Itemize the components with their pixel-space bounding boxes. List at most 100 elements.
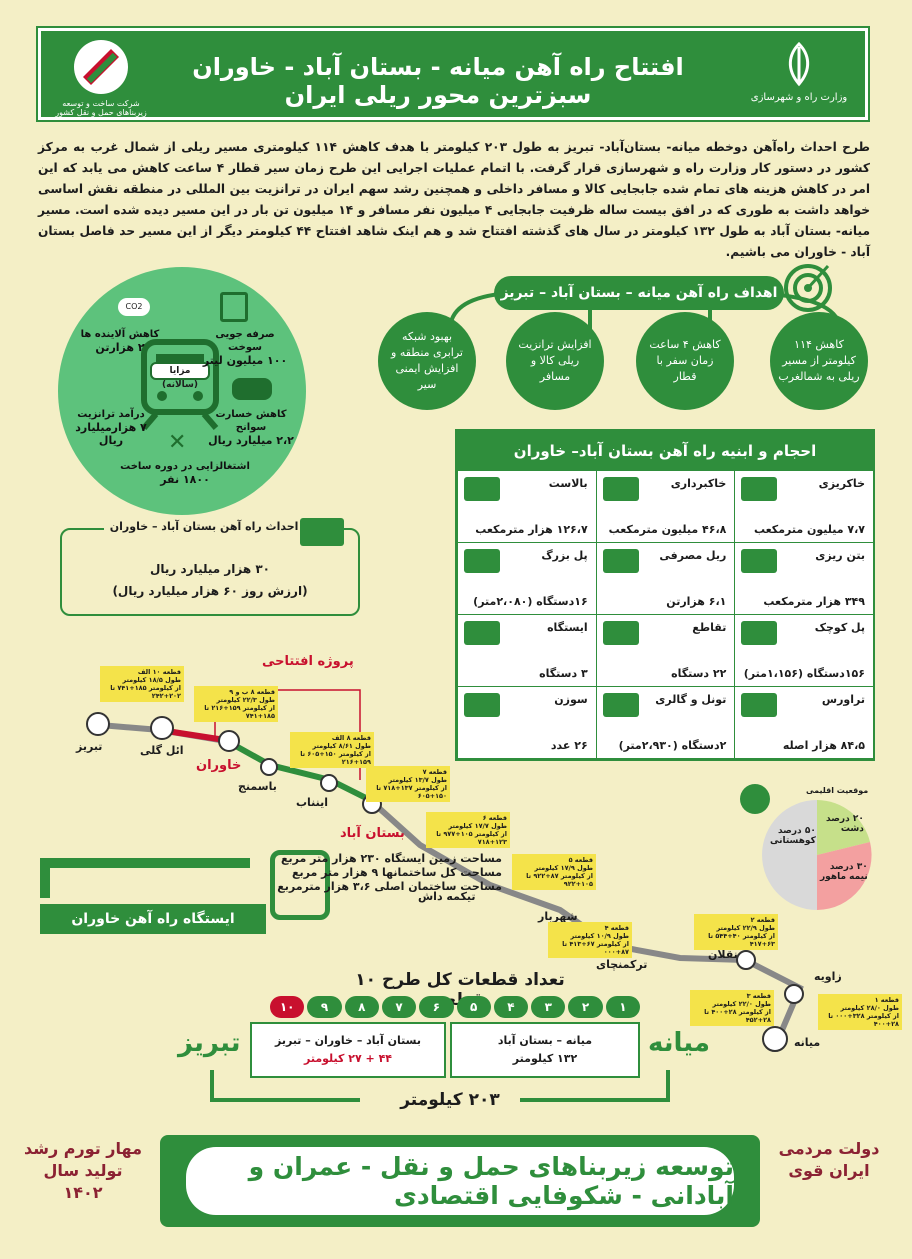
station-marker (86, 712, 110, 736)
segment-number: ۹ (307, 996, 342, 1018)
bulldozer-icon (741, 477, 778, 501)
station-shahriyar: شهربار (538, 910, 578, 923)
small-bridge-icon (741, 621, 778, 645)
goal-item-4: بهبود شبکه ترابری منطقه و افزایش ایمنی س… (378, 312, 476, 410)
company-name: شرکت ساخت و توسعه زیربناهای حمل و نقل کش… (55, 99, 147, 117)
station-marker (260, 758, 278, 776)
intro-paragraph: طرح احداث راه‌آهن دوخطه میانه- بستان‌آبا… (38, 140, 871, 259)
station-torkamanchay: ترکمنچای (596, 958, 648, 971)
station-marker (762, 1026, 788, 1052)
segment-number: ۴ (493, 996, 529, 1018)
header-banner: شرکت ساخت و توسعه زیربناهای حمل و نقل کش… (36, 26, 870, 122)
station-khavaran: خاوران (196, 758, 242, 773)
station-mianeh: میانه (794, 1036, 821, 1049)
segment-count-row: ۱ ۲ ۳ ۴ ۵ ۶ ۷ ۸ ۹ ۱۰ (270, 996, 640, 1018)
volumes-table: احجام و ابنیه راه آهن بستان آباد– خاوران… (455, 429, 875, 761)
station-icon (464, 621, 500, 645)
excavator-icon (602, 477, 639, 501)
station-roof (40, 858, 250, 898)
tabriz-label: تبریز (178, 1028, 241, 1058)
company-logo: شرکت ساخت و توسعه زیربناهای حمل و نقل کش… (51, 37, 151, 117)
station-khavaran-title: ایستگاه راه آهن خاوران (40, 904, 266, 934)
station-marker (784, 984, 804, 1004)
station-marker (320, 774, 338, 792)
car-crash-icon (232, 378, 272, 400)
climate-title: موقعیت اقلیمی (806, 786, 869, 795)
station-bostanabad: بستان آباد (340, 826, 405, 841)
rail-icon (602, 549, 639, 573)
mixer-truck-icon (741, 549, 778, 573)
production-slogan-mark: مهار تورم رشد تولید سال ۱۴۰۲ (24, 1139, 142, 1202)
sleeper-icon (741, 693, 778, 717)
mianeh-label: میانه (648, 1028, 711, 1058)
tools-icon: ✕ (168, 430, 187, 455)
climate-pie (762, 800, 872, 910)
station-ininab: اینناب (296, 796, 329, 809)
station-naqlan: نقلان (708, 948, 738, 961)
segment-number: ۱ (605, 996, 640, 1018)
station-tabriz: تبریز (76, 740, 103, 753)
target-icon (784, 264, 832, 312)
cost-today: (ارزش روز ۶۰ هزار میلیارد ریال) (112, 584, 308, 598)
segment-number: ۸ (344, 996, 379, 1018)
segment-number: ۳ (531, 996, 566, 1018)
segment-number: ۵ (456, 996, 491, 1018)
iran-emblem-icon (788, 41, 810, 87)
station-elgoli: ائل گلی (140, 744, 184, 757)
left-panel: بستان آباد – خاوران – تبریز ۴۴ + ۲۷ کیلو… (250, 1022, 446, 1078)
location-pin-icon (740, 784, 770, 814)
segment-number: ۱۰ (270, 996, 305, 1018)
goals-title: اهداف راه آهن میانه – بستان آباد – تبریز (494, 276, 784, 310)
ministry-logo: وزارت راه و شهرسازی (749, 39, 849, 103)
intersection-icon (602, 621, 639, 645)
fuel-pump-icon (220, 292, 248, 322)
station-marker (736, 950, 756, 970)
company-logo-icon (74, 40, 128, 94)
government-slogan-mark: دولت مردمی ایران قوی (778, 1139, 880, 1180)
station-marker (218, 730, 240, 752)
money-icon (300, 518, 344, 546)
footer-banner: توسعه زیربناهای حمل و نقل - عمران و آباد… (160, 1135, 760, 1227)
total-length: ۲۰۳ کیلومتر (400, 1090, 500, 1110)
station-basmenj: باسمنج (238, 780, 277, 793)
large-bridge-icon (464, 549, 500, 573)
volumes-title: احجام و ابنیه راه آهن بستان آباد– خاوران (457, 431, 873, 471)
station-zavieh: زاویه (814, 970, 842, 983)
right-panel: میانه – بستان آباد ۱۳۲ کیلومتر (450, 1022, 640, 1078)
footer-slogan: توسعه زیربناهای حمل و نقل - عمران و آباد… (186, 1147, 734, 1215)
segment-number: ۲ (568, 996, 603, 1018)
segment-number: ۶ (419, 996, 454, 1018)
cost-title: هزینه احداث راه آهن بستان آباد – خاوران (103, 520, 338, 533)
page-title: افتتاح راه آهن میانه - بستان آباد - خاور… (192, 53, 684, 109)
station-train-icon (270, 850, 330, 920)
ballast-icon (464, 477, 500, 501)
benefits-center-label: مزایا (سالانه) (150, 362, 210, 390)
